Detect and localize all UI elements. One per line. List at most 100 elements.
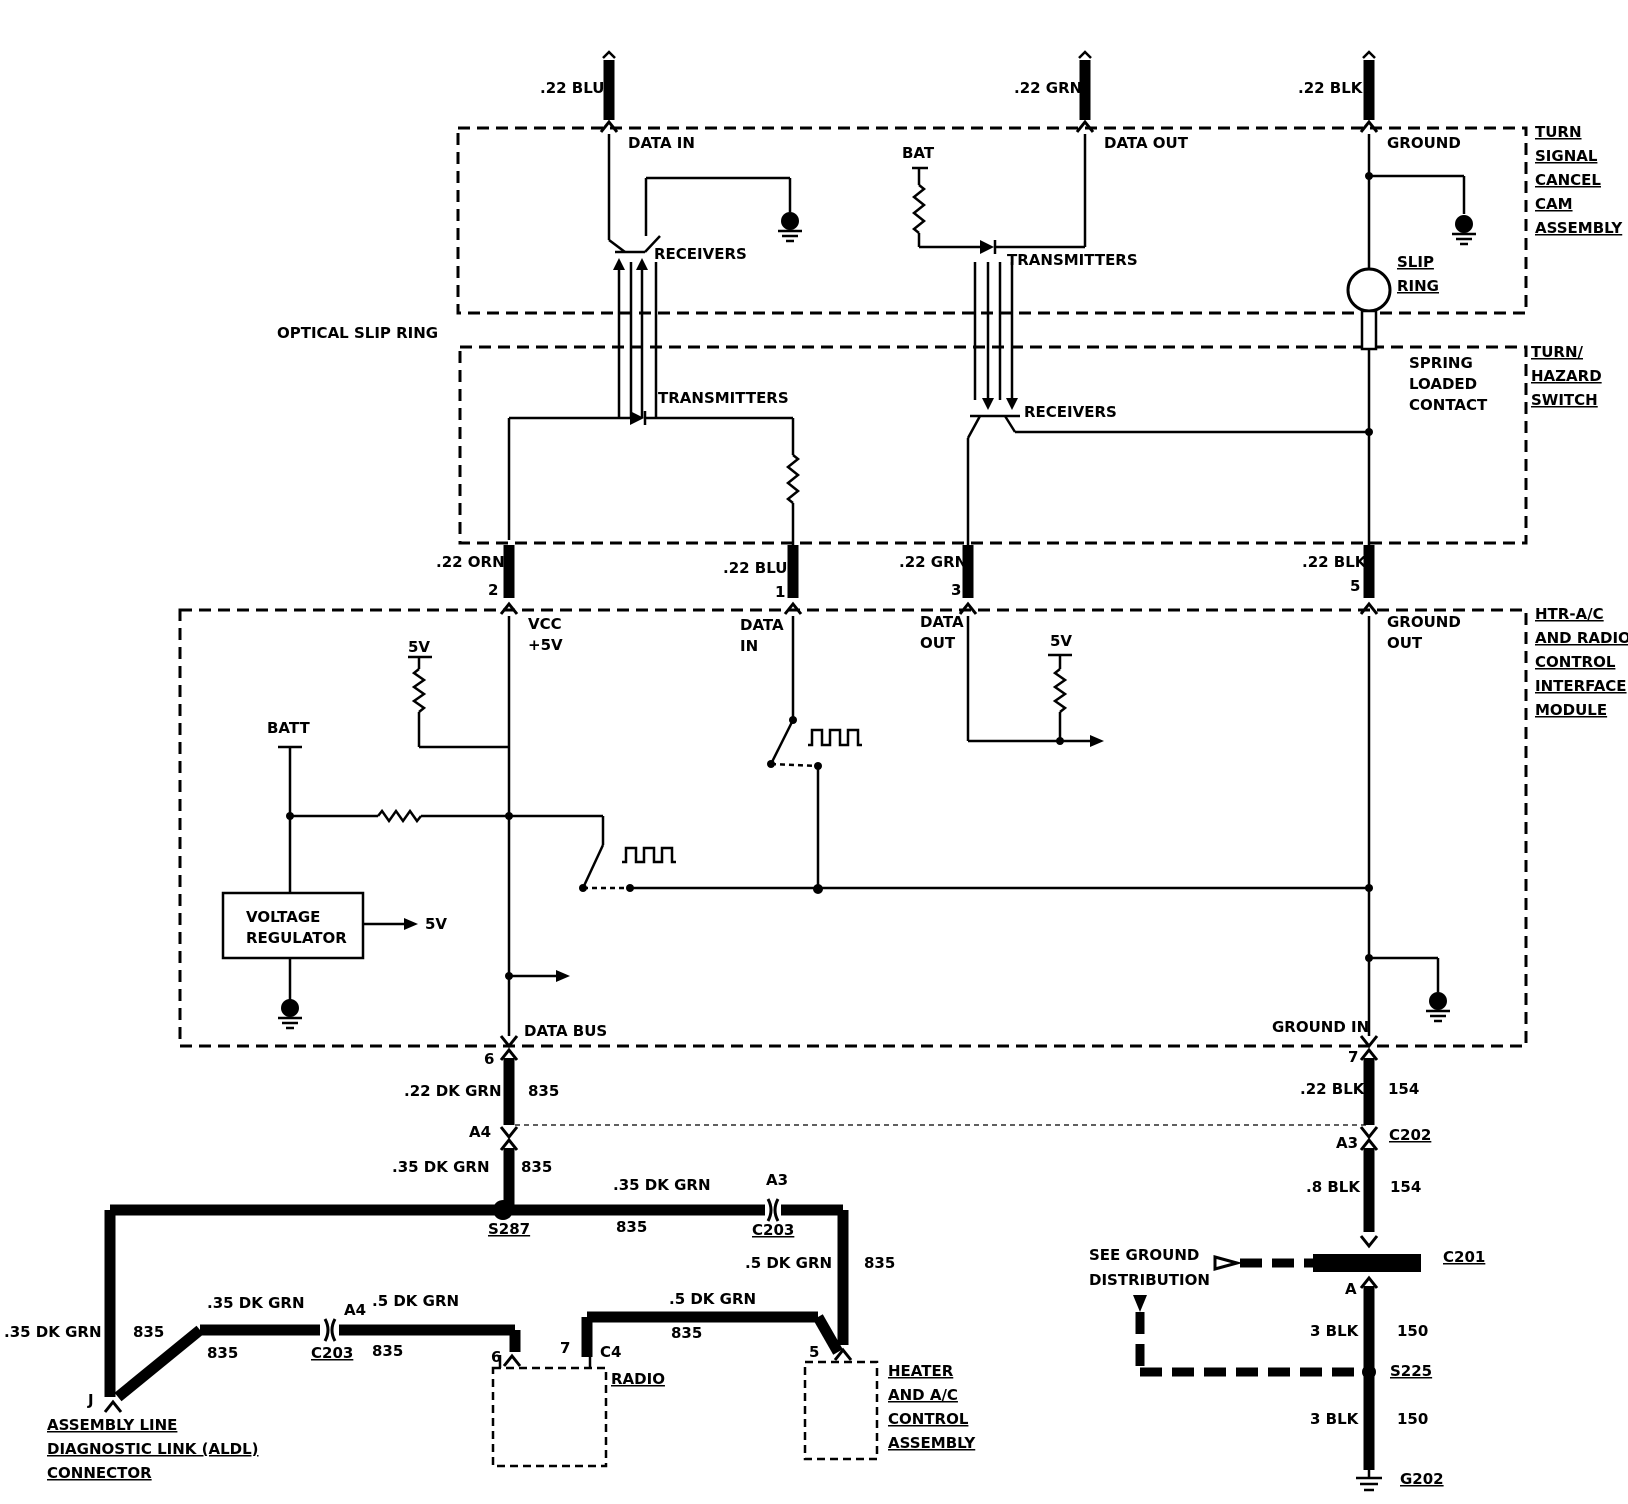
mid-wire-blu	[783, 545, 803, 616]
mid-wire-grn-label: .22 GRN	[899, 553, 967, 571]
receiver-transistor-top	[607, 134, 804, 254]
if-datain-1: DATA	[740, 616, 784, 634]
mid-wire-blk-pin: 5	[1350, 577, 1360, 595]
ts-receivers: RECEIVERS	[654, 245, 747, 263]
ts-data-in: DATA IN	[628, 134, 695, 152]
conn-a4-b: A4	[344, 1301, 366, 1319]
conn-c202: C202	[1389, 1126, 1431, 1144]
mid-wire-orn	[499, 545, 519, 616]
if-dataout-2: OUT	[920, 634, 956, 652]
conn-a4: A4	[469, 1123, 491, 1141]
wire-5dkgrn-c: .5 DK GRN	[669, 1290, 756, 1308]
data-bus-line	[505, 747, 570, 1036]
top-wire-blk-label: .22 BLK	[1298, 79, 1364, 97]
ts-ground: GROUND	[1387, 134, 1461, 152]
aldl-2: DIAGNOSTIC LINK (ALDL)	[47, 1440, 259, 1458]
wire-3blk-a: 3 BLK	[1310, 1322, 1360, 1340]
ts-bat: BAT	[902, 144, 935, 162]
heater-2: AND A/C	[888, 1386, 958, 1404]
pin-j: J	[87, 1391, 94, 1409]
optical-slip-ring-label: OPTICAL SLIP RING	[277, 324, 438, 342]
circuit-835-f: 835	[207, 1344, 238, 1362]
data-out-pullup	[966, 616, 1104, 747]
wire-5dkgrn-b: .5 DK GRN	[372, 1292, 459, 1310]
mid-wire-orn-pin: 2	[488, 581, 498, 599]
wire-22blk-lower: .22 BLK	[1300, 1080, 1366, 1098]
top-wire-grn	[1075, 50, 1095, 134]
mid-wire-grn	[958, 545, 978, 616]
lower-wire-data-bus	[499, 1034, 519, 1210]
heater-3: CONTROL	[888, 1410, 969, 1428]
radio-label: RADIO	[611, 1370, 665, 1388]
heater-box	[803, 1360, 879, 1461]
mid-wire-blu-label: .22 BLU	[723, 559, 787, 577]
turn-hazard-label-3: SWITCH	[1531, 391, 1598, 409]
aldl-1: ASSEMBLY LINE	[47, 1416, 177, 1434]
if-vcc-2: +5V	[528, 636, 563, 654]
circuit-150-a: 150	[1397, 1322, 1428, 1340]
mid-wire-blu-pin: 1	[775, 583, 785, 601]
ground-g202: G202	[1400, 1470, 1444, 1488]
turn-signal-label-2: SIGNAL	[1535, 147, 1598, 165]
pin-7-radio: 7	[560, 1339, 570, 1357]
turn-signal-label-4: CAM	[1535, 195, 1573, 213]
conn-c201: C201	[1443, 1248, 1485, 1266]
top-wire-grn-label: .22 GRN	[1014, 79, 1082, 97]
data-in-switch	[767, 616, 862, 889]
heater-1: HEATER	[888, 1362, 954, 1380]
turn-signal-module-box	[456, 126, 1528, 315]
if-datain-2: IN	[740, 637, 758, 655]
if-dataout-1: DATA	[920, 613, 964, 631]
splice-s287-label: S287	[488, 1220, 530, 1238]
if-vcc-1: VCC	[528, 615, 562, 633]
pin-5: 5	[809, 1343, 819, 1361]
pin-7: 7	[1348, 1048, 1358, 1066]
aldl-3: CONNECTOR	[47, 1464, 152, 1482]
wire-35dkgrn-c: .35 DK GRN	[4, 1323, 102, 1341]
radio-heater-wire	[581, 1311, 843, 1357]
pin-a: A	[1345, 1280, 1357, 1298]
batt-regulator	[221, 745, 1369, 1030]
transmitter-top	[911, 134, 1087, 254]
if-batt: BATT	[267, 719, 310, 737]
conn-c4: C4	[600, 1343, 621, 1361]
ground-distribution-dashed	[1133, 1255, 1369, 1377]
ts-transmitters: TRANSMITTERS	[1007, 251, 1138, 269]
receiver-hazard	[966, 349, 1373, 545]
wire-5dkgrn-a: .5 DK GRN	[745, 1254, 832, 1272]
hz-spring-1: SPRING	[1409, 354, 1473, 372]
splice-s225: S225	[1390, 1362, 1432, 1380]
if-5v-left: 5V	[408, 638, 430, 656]
wire-35dkgrn-a: .35 DK GRN	[392, 1158, 490, 1176]
conn-c203-b: C203	[311, 1344, 353, 1362]
voltage-regulator-box	[221, 891, 365, 960]
turn-hazard-module-box	[458, 345, 1528, 545]
pin-6-radio: 6	[491, 1348, 501, 1366]
htr-label-2: AND RADIO	[1535, 629, 1628, 647]
circuit-150-b: 150	[1397, 1410, 1428, 1428]
optical-link-right	[973, 262, 1018, 410]
slip-ring-assembly	[1346, 134, 1478, 351]
if-5v-right: 5V	[1050, 632, 1072, 650]
circuit-835-h: 835	[671, 1324, 702, 1342]
mid-wire-blk-label: .22 BLK	[1302, 553, 1368, 571]
conn-a3-b: A3	[766, 1171, 788, 1189]
see-ground-1: SEE GROUND	[1089, 1246, 1199, 1264]
if-reg-out: 5V	[425, 915, 447, 933]
circuit-835-g: 835	[372, 1342, 403, 1360]
ts-data-out: DATA OUT	[1104, 134, 1189, 152]
circuit-154-b: 154	[1390, 1178, 1421, 1196]
if-gndout-2: OUT	[1387, 634, 1423, 652]
top-wire-blu-label: .22 BLU	[540, 79, 604, 97]
hz-spring-2: LOADED	[1409, 375, 1477, 393]
circuit-835-e: 835	[133, 1323, 164, 1341]
if-vreg-1: VOLTAGE	[246, 908, 320, 926]
lower-wire-ground	[1313, 1034, 1421, 1492]
heater-4: ASSEMBLY	[888, 1434, 976, 1452]
mid-wire-grn-pin: 3	[951, 581, 961, 599]
pin-6: 6	[484, 1050, 494, 1068]
see-ground-2: DISTRIBUTION	[1089, 1271, 1210, 1289]
hz-transmitters: TRANSMITTERS	[658, 389, 789, 407]
